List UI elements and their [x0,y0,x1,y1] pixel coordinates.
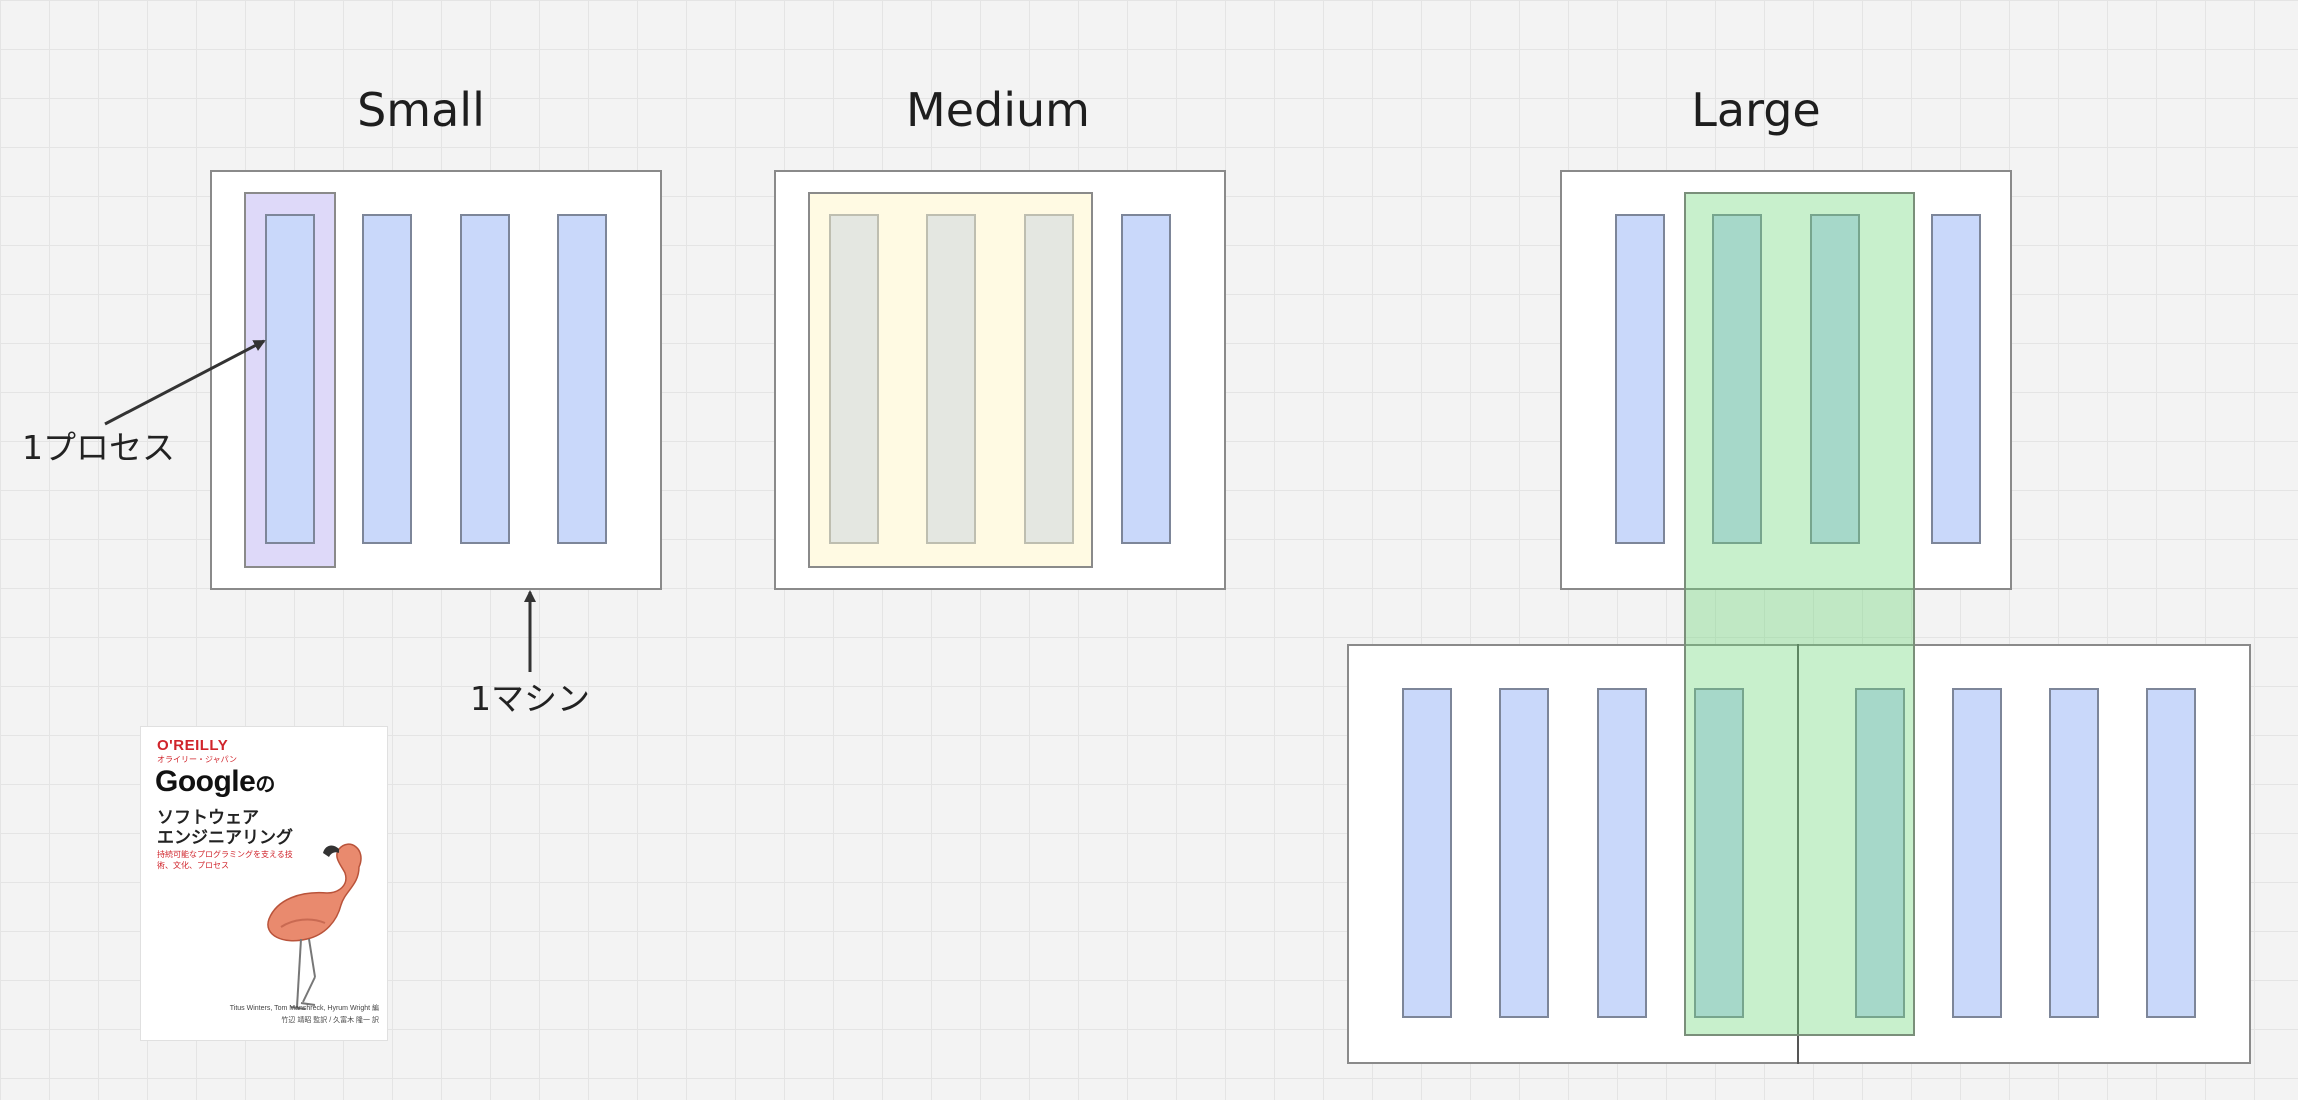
process-block [1810,214,1860,544]
process-block [1121,214,1171,544]
large-process-group [1684,192,1915,1036]
book-title-main: Google [155,765,256,798]
process-block [265,214,315,544]
publisher-logo: O'REILLY [157,737,229,754]
book-title: Googleの [155,765,275,799]
process-block [1615,214,1665,544]
medium-process-group [808,192,1093,568]
process-block [460,214,510,544]
book-cover: O'REILLY オライリー・ジャパン Googleの ソフトウェア エンジニア… [141,727,387,1040]
process-block [1931,214,1981,544]
process-block [362,214,412,544]
book-description: 持続可能なプログラミングを支える技術、文化、プロセス [157,850,293,870]
book-subtitle-2: エンジニアリング [157,828,293,847]
process-annotation: 1プロセス [22,428,175,467]
process-block [1712,214,1762,544]
process-block [1694,688,1744,1018]
book-subtitle-1: ソフトウェア [157,808,259,827]
process-block [1499,688,1549,1018]
publisher-sub: オライリー・ジャパン [157,755,237,764]
flamingo-illustration [267,843,362,1010]
book-title-no: の [255,774,275,796]
process-block [1402,688,1452,1018]
machine-divider [1797,644,1799,1064]
large-machine-bottom [1347,644,2251,1064]
book-translators: 竹辺 靖昭 監訳 / 久富木 隆一 訳 [281,1017,379,1024]
process-block [2146,688,2196,1018]
book-authors: Titus Winters, Tom Manshreck, Hyrum Wrig… [229,1005,379,1012]
title-medium: Medium [906,83,1090,137]
title-small: Small [357,83,485,137]
title-large: Large [1691,83,1821,137]
process-block [557,214,607,544]
process-block [2049,688,2099,1018]
process-block [1855,688,1905,1018]
process-block [1952,688,2002,1018]
machine-annotation: 1マシン [470,679,590,718]
process-block [1597,688,1647,1018]
